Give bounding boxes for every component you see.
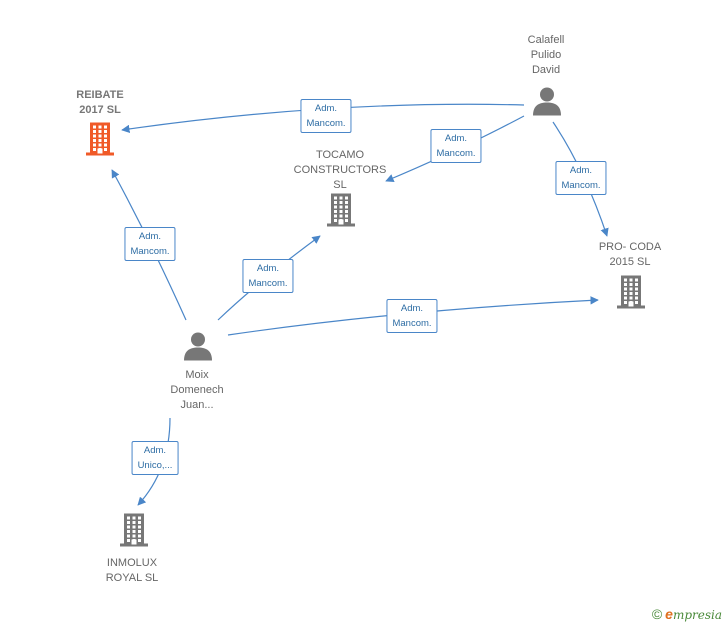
node-label-tocamo[interactable]: TOCAMO CONSTRUCTORS SL: [293, 149, 387, 191]
node-label-moix[interactable]: Moix Domenech Juan...: [170, 369, 224, 411]
copyright-footer: © empresia: [652, 606, 722, 622]
edge-label-moix-to-procoda[interactable]: Adm. Mancom.: [386, 299, 438, 333]
building-icon-procoda[interactable]: [615, 275, 647, 314]
edge-label-moix-to-reibate[interactable]: Adm. Mancom.: [124, 227, 176, 261]
node-label-calafell[interactable]: Calafell Pulido David: [527, 34, 565, 76]
edge-label-moix-to-inmolux[interactable]: Adm. Unico,...: [131, 441, 179, 475]
building-icon-reibate[interactable]: [84, 122, 116, 161]
node-label-procoda[interactable]: PRO- CODA 2015 SL: [598, 241, 662, 268]
node-label-reibate[interactable]: REIBATE 2017 SL: [76, 89, 124, 116]
person-icon-moix[interactable]: [183, 331, 213, 366]
building-icon-inmolux[interactable]: [118, 513, 150, 552]
edge-label-calafell-to-procoda[interactable]: Adm. Mancom.: [555, 161, 607, 195]
edge-label-calafell-to-tocamo[interactable]: Adm. Mancom.: [430, 129, 482, 163]
node-label-inmolux[interactable]: INMOLUX ROYAL SL: [105, 557, 159, 584]
building-icon-tocamo[interactable]: [325, 193, 357, 232]
copyright-icon: ©: [651, 606, 663, 622]
empresia-logo[interactable]: empresia: [665, 606, 722, 622]
person-icon-calafell[interactable]: [532, 86, 562, 121]
edge-label-moix-to-tocamo[interactable]: Adm. Mancom.: [242, 259, 294, 293]
edge-label-calafell-to-reibate[interactable]: Adm. Mancom.: [300, 99, 352, 133]
